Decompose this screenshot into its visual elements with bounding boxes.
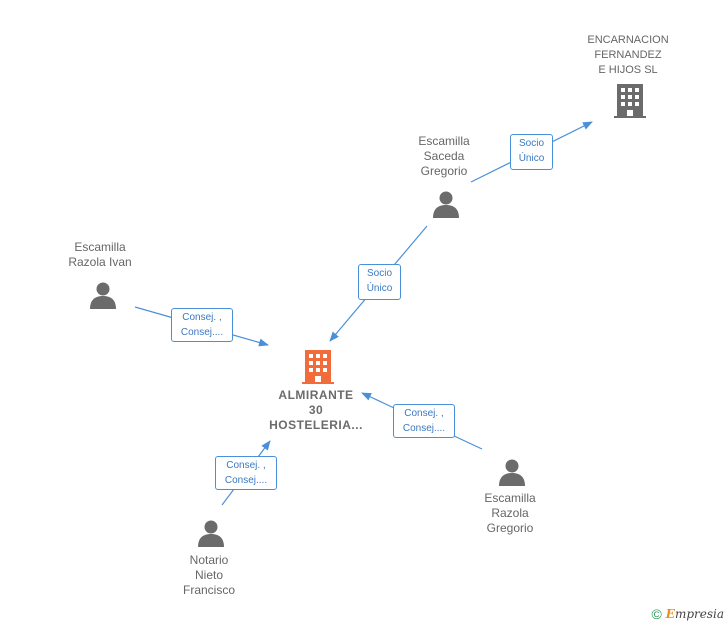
- encarnacion-company-label[interactable]: ENCARNACION FERNANDEZ E HIJOS SL: [587, 34, 669, 76]
- empresia-credit[interactable]: © Empresia: [651, 606, 724, 622]
- edge-label-notario-center[interactable]: Consej. ,Consej....: [215, 456, 277, 490]
- center-company-label[interactable]: ALMIRANTE 30 HOSTELERIA...: [269, 388, 363, 432]
- person-icon[interactable]: [498, 458, 526, 486]
- person-icon[interactable]: [89, 281, 117, 309]
- person-icon[interactable]: [197, 519, 225, 547]
- edge-label-gregorio-center[interactable]: Consej. ,Consej....: [393, 404, 455, 438]
- person-ivan-label[interactable]: Escamilla Razola Ivan: [68, 240, 132, 269]
- brand-name: Empresia: [665, 607, 724, 621]
- edge-label-ivan-center[interactable]: Consej. ,Consej....: [171, 308, 233, 342]
- person-notario-label[interactable]: Notario Nieto Francisco: [182, 553, 236, 597]
- person-gregorio-label[interactable]: Escamilla Razola Gregorio: [484, 491, 536, 535]
- building-icon[interactable]: [614, 84, 646, 118]
- building-icon[interactable]: [302, 350, 334, 384]
- person-icon[interactable]: [432, 190, 460, 218]
- copyright-icon: ©: [651, 606, 662, 622]
- person-saceda-label[interactable]: Escamilla Saceda Gregorio: [418, 134, 470, 178]
